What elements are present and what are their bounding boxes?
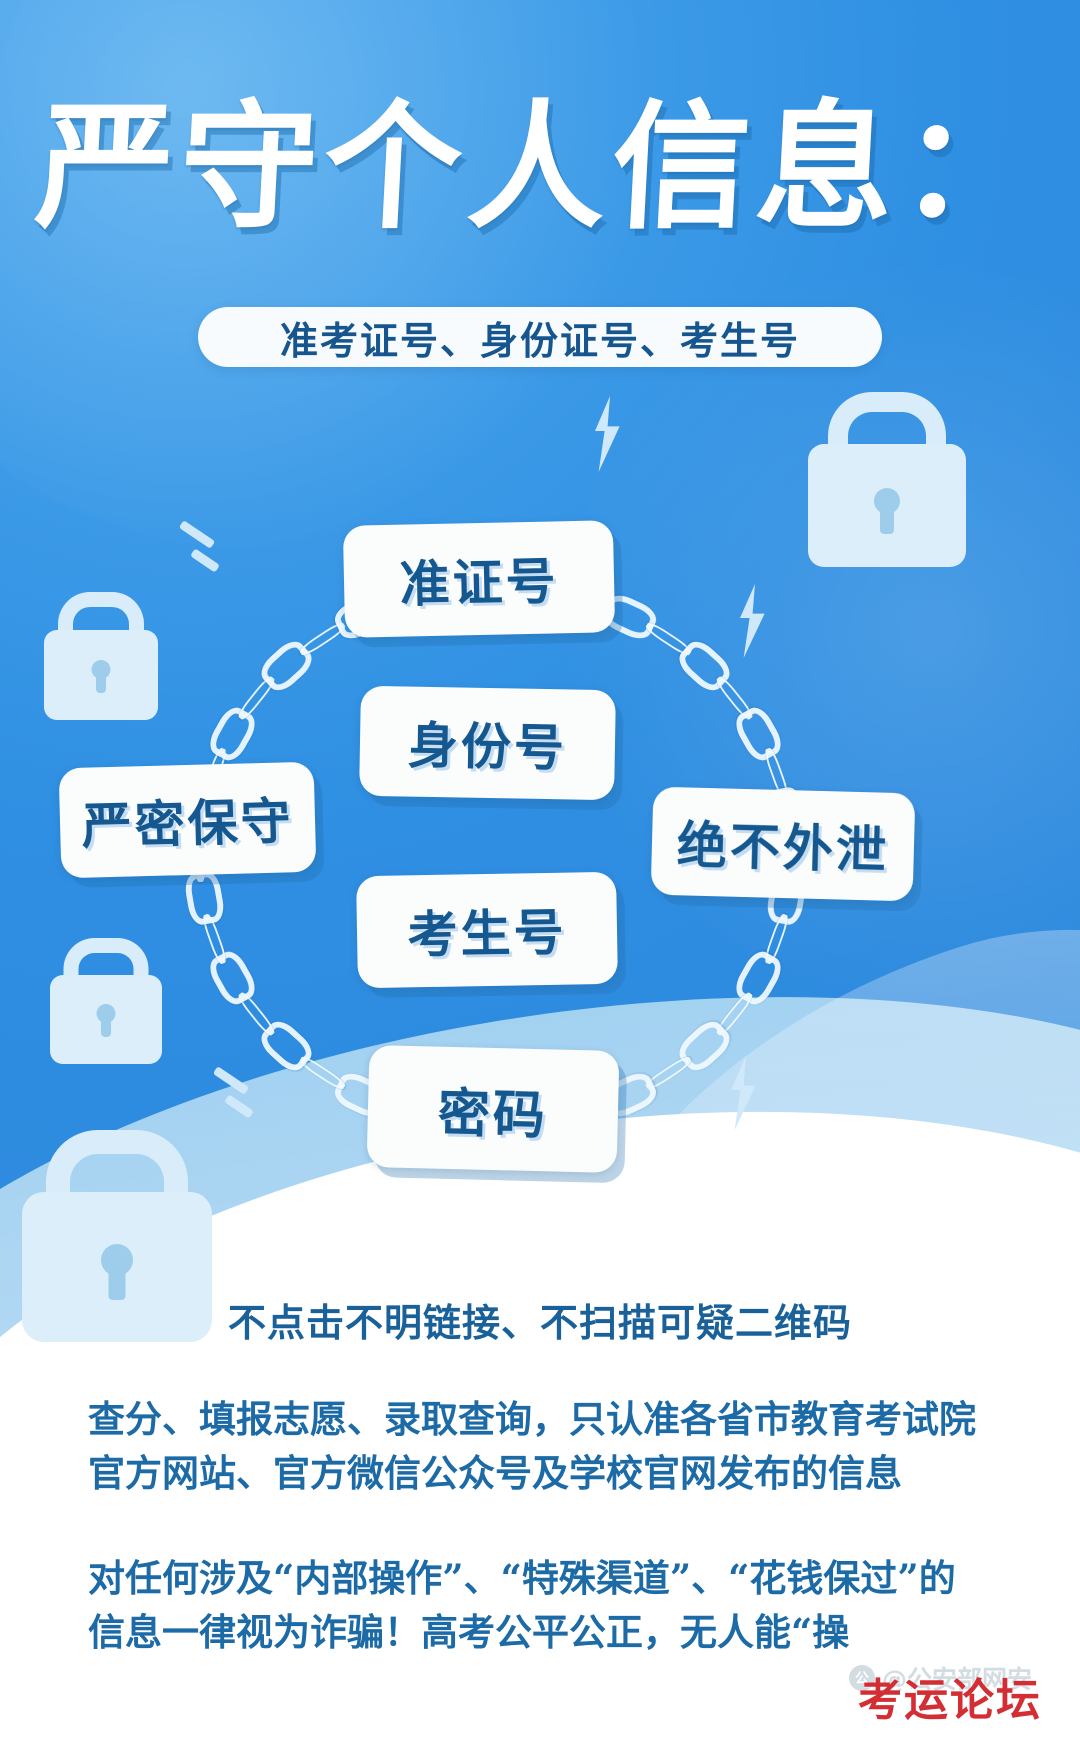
page-title: 严守个人信息： xyxy=(31,87,1049,248)
side-label-keep-secret: 严密保守 xyxy=(58,761,317,879)
bottom-paragraph-1: 查分、填报志愿、录取查询，只认准各省市教育考试院官方网站、官方微信公众号及学校官… xyxy=(88,1397,976,1495)
padlock-icon-left-upper xyxy=(44,592,158,720)
bottom-line-1: 不点击不明链接、不扫描可疑二维码 xyxy=(227,1300,852,1345)
subtitle-text: 准考证号、身份证号、考生号 xyxy=(279,318,800,363)
info-card-label: 身份号 xyxy=(407,716,568,778)
info-card-label: 考生号 xyxy=(407,903,568,965)
spark-mark-left-upper-b xyxy=(190,548,220,573)
info-card-label: 密码 xyxy=(437,1083,549,1146)
watermark-badge-icon: 公 xyxy=(848,1665,875,1691)
padlock-icon-bottom-left xyxy=(22,1130,212,1342)
info-card-label: 准证号 xyxy=(398,552,560,614)
watermark-handle-text: @公安部网安 xyxy=(881,1665,1032,1694)
info-card-exam-ticket: 准证号 xyxy=(342,520,616,638)
padlock-icon-left-lower xyxy=(50,938,162,1064)
watermark-forum-stamp: 考运论坛 xyxy=(858,1675,1042,1726)
side-label-text: 绝不外泄 xyxy=(676,816,890,880)
padlock-icon-top-right xyxy=(808,392,966,567)
watermark-handle: 公 @公安部网安 xyxy=(848,1660,1032,1696)
bottom-paragraph-2: 对任何涉及“内部操作”、“特殊渠道”、“花钱保过”的信息一律视为诈骗！高考公平公… xyxy=(88,1556,956,1654)
bottom-text-block: 不点击不明链接、不扫描可疑二维码 查分、填报志愿、录取查询，只认准各省市教育考试… xyxy=(0,1292,1080,1660)
info-card-id-number: 身份号 xyxy=(359,685,616,801)
side-label-never-leak: 绝不外泄 xyxy=(650,786,916,902)
subtitle-pill: 准考证号、身份证号、考生号 xyxy=(198,307,882,367)
info-card-password: 密码 xyxy=(366,1044,620,1174)
info-card-candidate-number: 考生号 xyxy=(356,871,618,989)
side-label-text: 严密保守 xyxy=(80,792,295,856)
